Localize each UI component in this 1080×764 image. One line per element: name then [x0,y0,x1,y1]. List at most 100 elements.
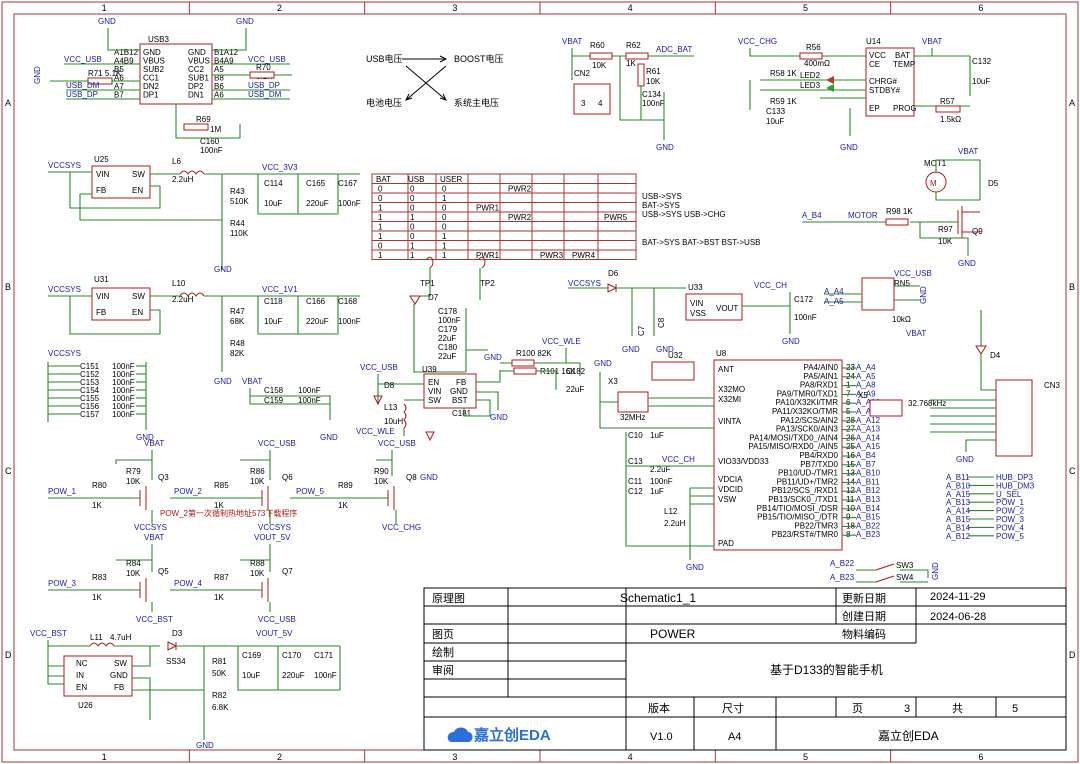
tb-project: 基于D133的智能手机 [770,662,883,677]
vccsys-label: VCCSYS [568,279,601,288]
gnd-label: GND [490,413,508,422]
gnd-label: GND [919,286,928,304]
usb3-pin-number: A7 [114,82,124,91]
u8-pin-net: A_A8 [856,381,876,390]
tb-version-label: 版本 [648,701,670,715]
tt-cell: 0 [410,204,415,213]
r98-label: R98 1K [886,207,913,216]
u14-pin: BAT [895,51,910,60]
capbank-label: C153 [80,378,100,387]
u8-pin-left: ANT [718,365,734,374]
usb3-designator: USB3 [148,35,169,44]
frame-col-marker: 3 [452,3,457,13]
sw-net-1: A_B22 [830,559,855,568]
r89-label: R89 [338,481,353,490]
c13-label: C13 [628,457,643,466]
usb3-pin-name: DN1 [188,91,205,100]
svg-text:SW: SW [132,292,145,301]
usb-dp-label: USB_DP [248,81,280,90]
c172-label: C172 [794,295,814,304]
vbat-label: VBAT [144,533,164,542]
net-tag-right: POW_5 [996,532,1025,541]
vcc-ch-label: VCC_CH [662,455,695,464]
gnd-label: GND [33,66,42,84]
c180-value: 22uF [438,352,456,361]
charger-u14: VCC_CHG R56 400mΩ U14 VCCCECHRG#STDBY#EP… [738,37,992,152]
frame-col-marker: 2 [277,752,282,762]
gnd-label: GND [622,345,640,354]
frame-col-marker: 6 [978,752,983,762]
u8-pin-right: PA11/X32KO/TMR [772,407,838,416]
u14-pin: PROG [893,104,917,113]
r69-value: 1M [210,125,221,134]
tb-page-no: 3 [904,703,910,715]
q6-label: Q6 [282,473,293,482]
c172-value: 100nF [794,313,817,322]
vcc-bst-label: VCC_BST [30,629,67,638]
vcc-ch-label: VCC_CH [754,281,787,290]
u8-pin-right: PA4/AIN0 [803,363,838,372]
svg-text:EN: EN [132,186,143,195]
c11-label: C11 [628,477,643,486]
u14-designator: U14 [866,37,881,46]
c10-value: 1uF [650,431,664,440]
tt-pwr: PWR3 [540,251,564,260]
gnd-label: GND [686,563,704,572]
tb-company: 嘉立创EDA [878,728,939,743]
u8-pin-net: A_A14 [856,433,881,442]
switches: A_B22 A_B23 SW3 SW4 GND [830,559,940,583]
u8-pin-right: PB13/SCK0_/TXD1 [768,495,838,504]
tt-cell: 1 [442,232,447,241]
tb-check-label: 审阅 [432,663,454,677]
tt-header: USB [408,175,424,184]
cn2-designator: CN2 [574,69,591,78]
u8-pin-right: PA13/SCK0/AIN3 [776,425,839,434]
pow-5-label: POW_5 [296,487,325,496]
r88-label: R88 [250,559,265,568]
tb-size: A4 [728,731,741,743]
r79-value: 10K [126,477,141,486]
a-b4-label: A_B4 [802,211,822,220]
u8-pin-right: PA9/TMR0/TXD1 [777,389,839,398]
tt-cell: 0 [378,242,383,251]
buck-u31: VCCSYS U31 VIN SW FB EN L10 2.2uH VCC_1V… [48,275,361,386]
svg-text:IN: IN [76,671,84,680]
u8-pin-right: PA10/X32KI/TMR [775,398,838,407]
tt-cell: 0 [410,232,415,241]
tt-cell: 0 [410,223,415,232]
net-tag-right: HUB_DP3 [996,473,1033,482]
u8-pin-net: A_A12 [856,416,881,425]
tb-size-label: 尺寸 [722,701,744,715]
svg-text:FB: FB [456,378,466,387]
usb3-pin-number: B5 [114,65,124,74]
u8-pin-right: PB15/TIO/MISO_/DTR [757,513,838,522]
net-tag-right: POW_4 [996,523,1025,532]
u33-designator: U33 [688,283,703,292]
r60-value: 10K [592,61,607,70]
vcc-usb-label: VCC_USB [360,363,398,372]
tt-cell: 0 [442,204,447,213]
usb3-pin-number: A6 [214,91,224,100]
frame-row-marker: B [5,282,11,292]
r71-label: R71 5.1K [88,69,122,78]
vout-5v-label: VOUT_5V [256,629,293,638]
svg-text:SW: SW [132,170,145,179]
r60-label: R60 [590,41,605,50]
capbank-value: 100nF [112,378,135,387]
svg-text:A_A5: A_A5 [824,297,844,306]
frame-row-marker: A [1069,98,1075,108]
svg-text:VIN: VIN [96,170,110,179]
u8-pin-net: A_A9 [856,389,876,398]
note-bat: 电池电压 [366,97,402,108]
r87-label: R87 [214,573,229,582]
net-tag-left: A_B15 [946,515,971,524]
tt-cell: 1 [378,223,383,232]
q7-label: Q7 [282,567,293,576]
u8-pin-net: A_B15 [856,513,881,522]
u8-pin-right: PB23/RST#/TMR0 [772,530,839,539]
vbat-label: VBAT [144,439,164,448]
c11-value: 100nF [650,477,673,486]
capbank-label: C156 [80,402,100,411]
